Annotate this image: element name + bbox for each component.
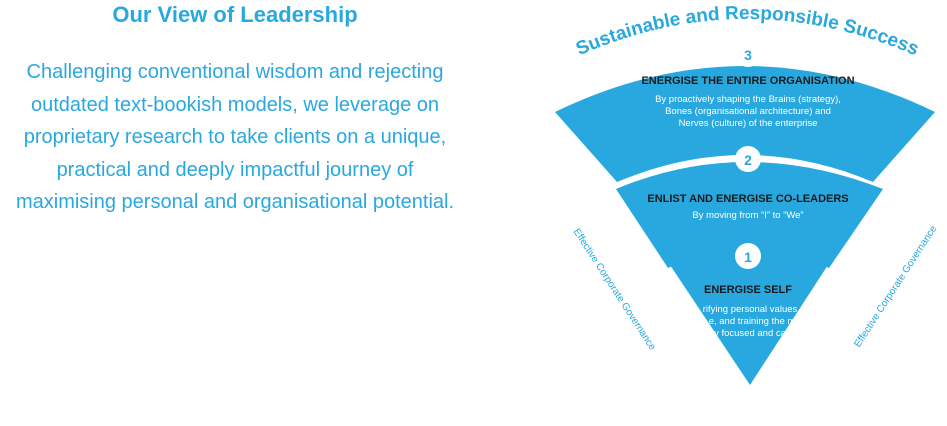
- level-1-detail-line: e, and training the m: [709, 316, 796, 327]
- section-title: Our View of Leadership: [112, 2, 358, 27]
- description-line: maximising personal and organisational p…: [15, 191, 455, 213]
- description-line: proprietary research to take clients on …: [23, 126, 447, 148]
- level-1-detail-line: rifying personal values: [703, 304, 798, 315]
- level-3-badge: [735, 41, 761, 67]
- level-3-detail-line: Nerves (culture) of the enterprise: [679, 118, 818, 129]
- level-2-heading: ENLIST AND ENERGISE CO-LEADERS: [647, 193, 848, 205]
- right-governance-label: Effective Corporate Governance: [852, 223, 939, 349]
- description-line: Challenging conventional wisdom and reje…: [26, 61, 444, 83]
- level-3-number: 3: [744, 47, 752, 63]
- level-2-band: [616, 162, 883, 268]
- level-3-heading: ENERGISE THE ENTIRE ORGANISATION: [641, 75, 854, 87]
- level-2-detail-line: By moving from “I” to “We”: [692, 210, 803, 221]
- level-3-detail-line: Bones (organisational architecture) and: [665, 106, 831, 117]
- level-2-badge: [735, 146, 761, 172]
- description-line: practical and deeply impactful journey o…: [56, 158, 414, 181]
- level-2-number: 2: [744, 152, 752, 168]
- description-paragraph: Challenging conventional wisdom and reje…: [0, 56, 470, 219]
- description-line: outdated text-bookish models, we leverag…: [30, 93, 440, 116]
- level-1-wedge: [670, 248, 828, 385]
- level-3-detail-line: By proactively shaping the Brains (strat…: [655, 94, 841, 105]
- left-governance-label: Effective Corporate Governance: [571, 227, 658, 353]
- level-1-heading: ENERGISE SELF: [704, 284, 792, 296]
- level-1-badge: [735, 243, 761, 269]
- level-1-number: 1: [744, 249, 752, 265]
- level-1-detail-line: y focused and ca: [714, 328, 787, 339]
- level-3-band: [555, 66, 935, 182]
